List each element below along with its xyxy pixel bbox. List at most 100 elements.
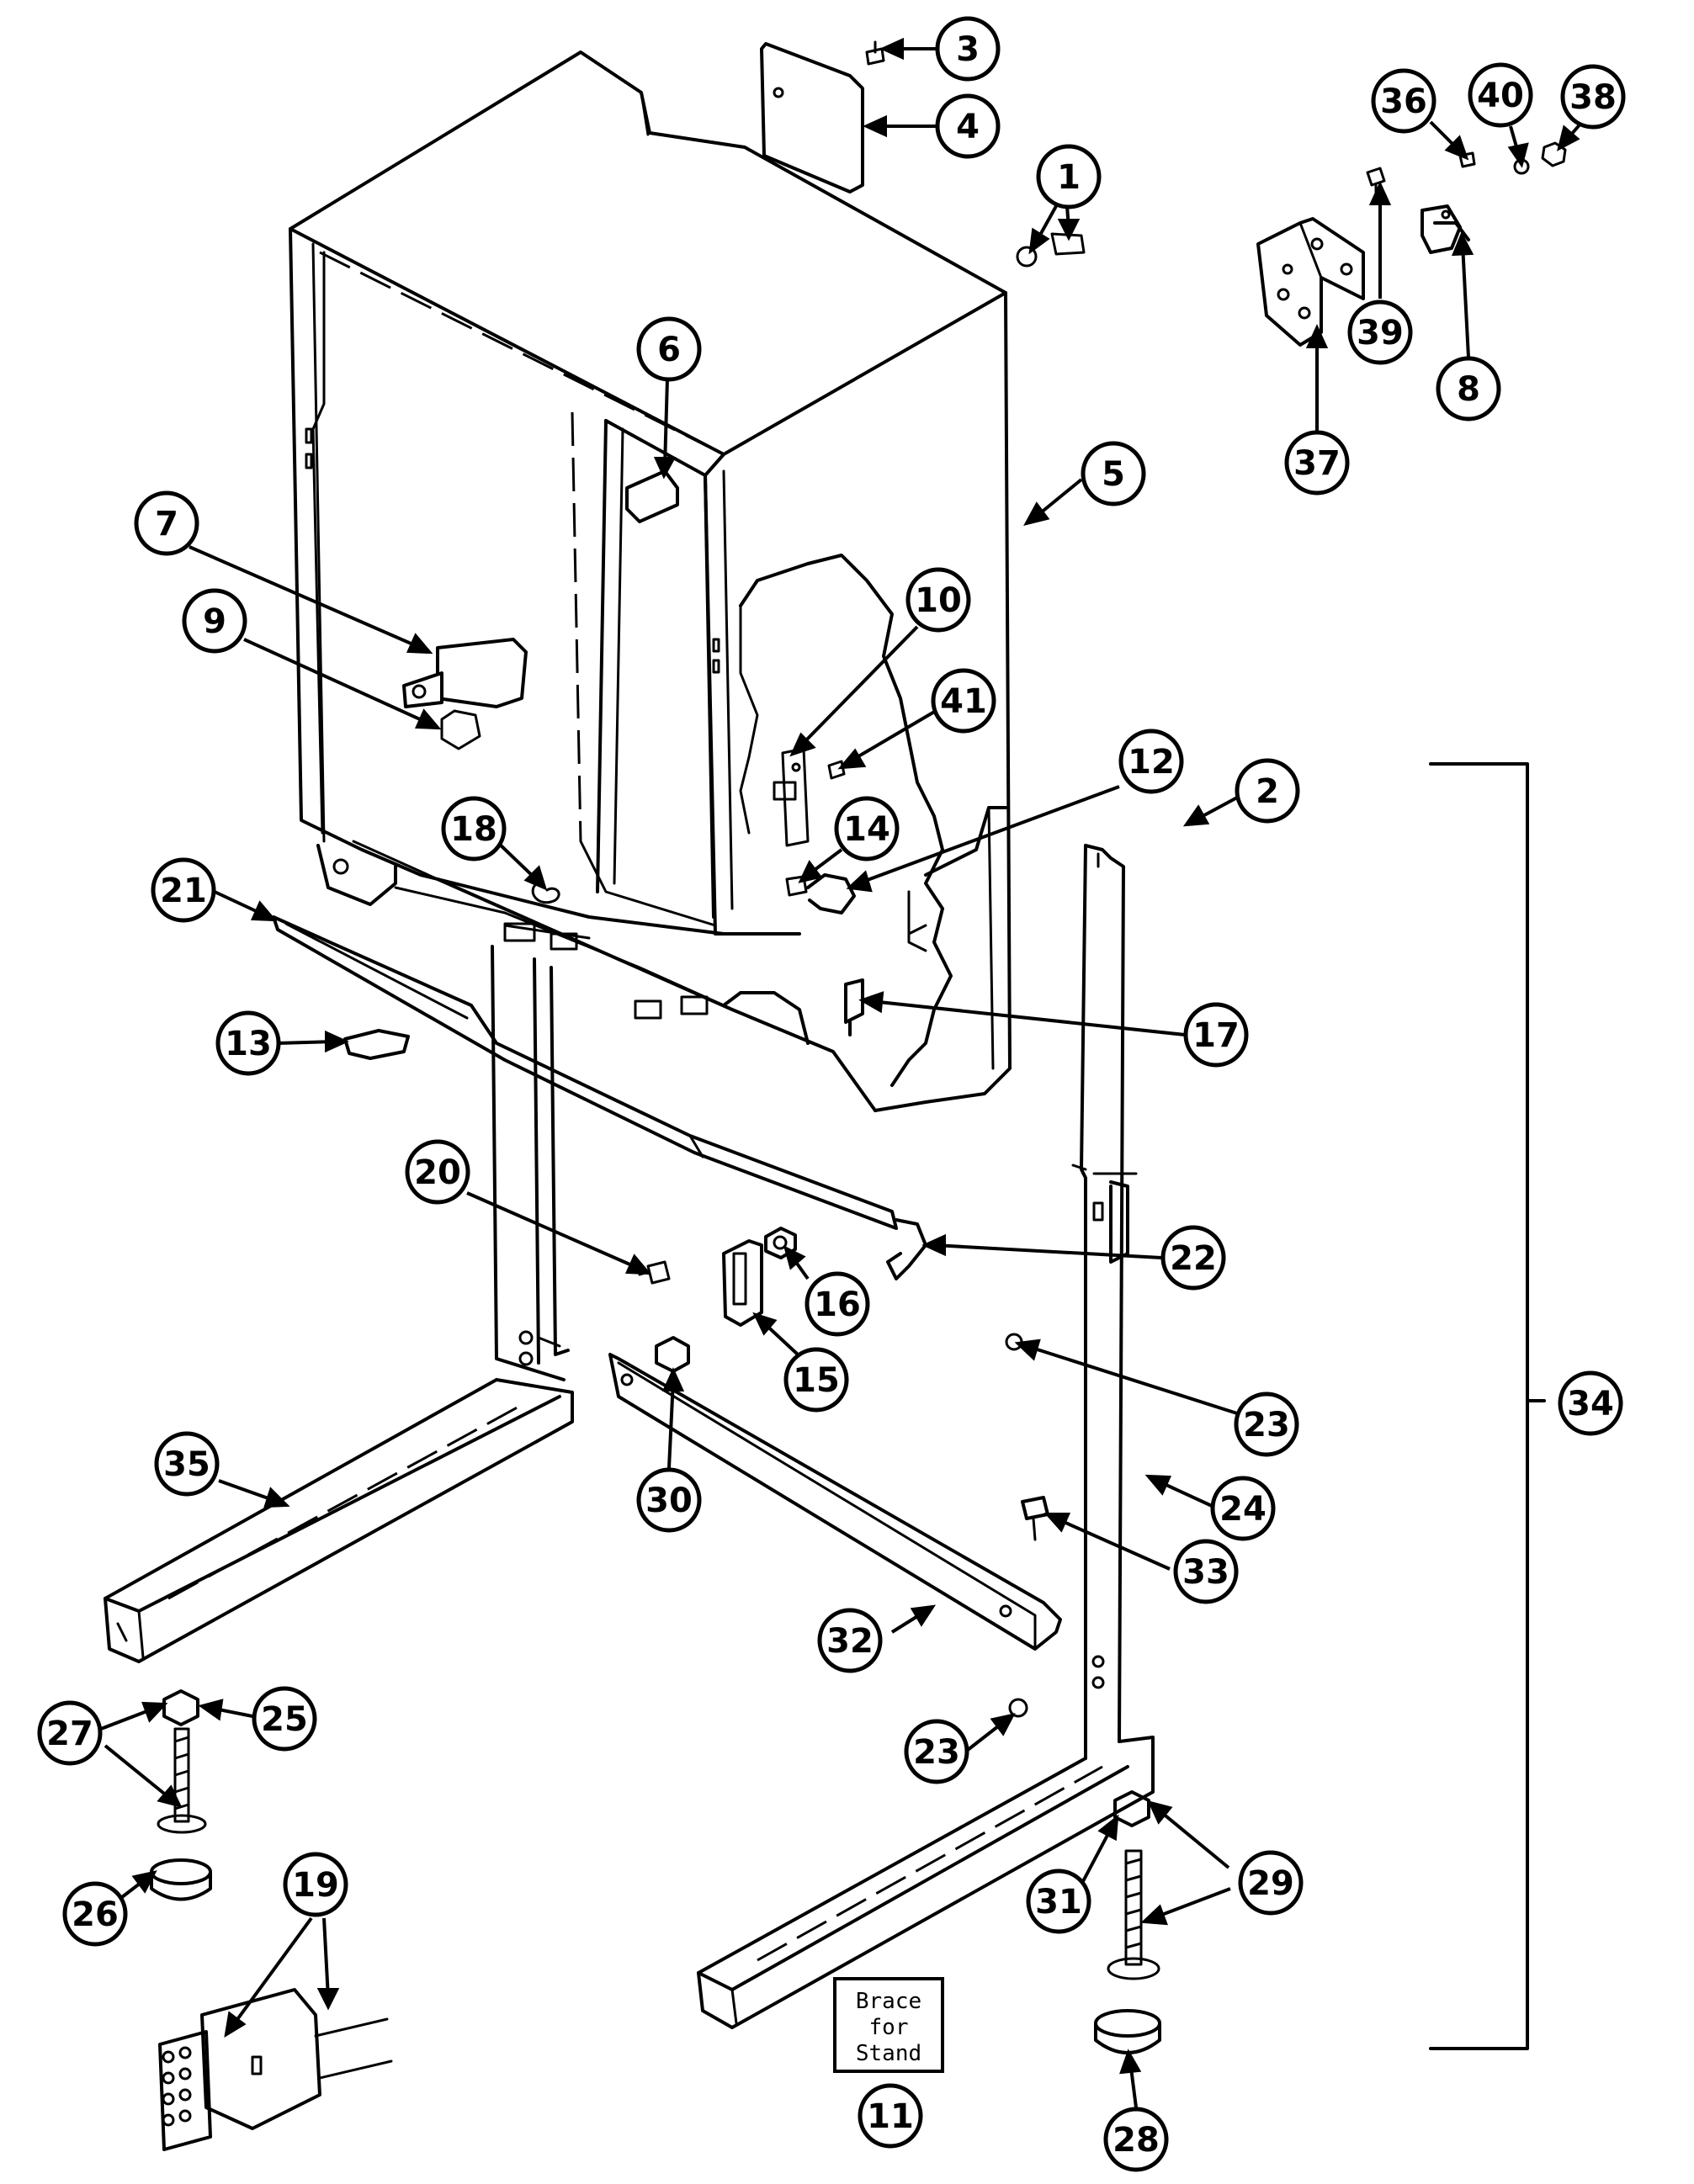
brace-box-line2: for [869,2015,909,2040]
svg-text:12: 12 [1128,743,1175,782]
svg-text:37: 37 [1293,444,1341,483]
callout-29: 29 [1238,1850,1304,1916]
brace-box-line1: Brace [856,1989,921,2014]
callout-33: 33 [1173,1539,1239,1604]
callout-23-lower: 23 [904,1719,969,1784]
callout-16: 16 [805,1271,870,1337]
svg-text:25: 25 [261,1700,308,1739]
callout-8: 8 [1436,356,1501,421]
callout-38: 38 [1560,64,1626,130]
right-stand-frame [697,844,1155,2029]
clamp-part-12-screw-part-14 [785,873,856,914]
callout-18: 18 [441,796,507,861]
callout-39: 39 [1347,300,1413,365]
callout-19: 19 [283,1852,348,1917]
callout-2: 2 [1235,758,1300,824]
callout-31: 31 [1026,1869,1091,1934]
callout-25: 25 [252,1686,317,1752]
callout-17: 17 [1183,1002,1249,1068]
knob-part-13 [343,1029,410,1060]
callout-6: 6 [636,316,702,382]
callout-30: 30 [636,1467,702,1533]
svg-text:7: 7 [155,505,178,543]
callout-9: 9 [182,588,247,654]
brace-part-21 [272,915,898,1230]
callout-4: 4 [935,93,1001,159]
leveling-leg-left [150,1689,212,1901]
svg-text:24: 24 [1219,1490,1267,1529]
callout-13: 13 [215,1010,281,1076]
svg-text:38: 38 [1569,78,1617,117]
callout-21: 21 [151,857,216,923]
callout-22: 22 [1160,1225,1226,1291]
svg-text:39: 39 [1357,314,1404,353]
svg-text:26: 26 [72,1895,119,1934]
svg-text:3: 3 [956,30,980,69]
svg-text:10: 10 [915,581,962,620]
callout-24: 24 [1210,1476,1276,1541]
bracket-part-22 [886,1218,927,1280]
svg-text:13: 13 [225,1025,272,1063]
svg-text:5: 5 [1102,455,1125,494]
bracket-part-15-nut-part-16 [722,1227,797,1327]
clip-part-18 [531,882,560,904]
svg-text:6: 6 [657,331,681,369]
svg-text:1: 1 [1057,158,1081,197]
svg-text:40: 40 [1477,77,1524,115]
svg-text:14: 14 [843,810,890,849]
switch-part-10 [773,747,810,847]
svg-text:34: 34 [1567,1385,1614,1423]
callout-10: 10 [905,567,971,633]
callout-14: 14 [834,796,900,861]
callout-37: 37 [1284,430,1350,496]
svg-text:30: 30 [645,1482,693,1520]
cabinet-assembly [289,50,1012,1112]
stand-assembly-bracket [1429,762,1529,2050]
svg-text:17: 17 [1192,1016,1240,1055]
callout-20: 20 [405,1139,470,1205]
relay-part-7 [402,638,528,708]
callout-28: 28 [1103,2107,1169,2172]
callout-36: 36 [1371,68,1436,134]
svg-text:41: 41 [940,682,987,721]
left-stand-frame [104,945,574,1663]
svg-text:18: 18 [450,810,497,849]
callout-1: 1 [1036,144,1102,209]
svg-text:22: 22 [1170,1239,1217,1278]
callout-41: 41 [931,668,996,734]
screw-part-33 [1021,1496,1049,1541]
svg-text:31: 31 [1035,1883,1082,1922]
callout-35: 35 [154,1431,220,1497]
callout-circles: 1 2 3 4 5 6 7 8 9 10 11 12 13 14 15 16 1… [37,16,1626,2172]
svg-text:23: 23 [1243,1406,1290,1445]
callout-23-upper: 23 [1234,1392,1299,1457]
screw-part-9 [440,709,481,750]
screw-washer-part-1 [1016,232,1086,268]
svg-text:16: 16 [814,1285,861,1324]
callout-12: 12 [1118,729,1184,794]
svg-text:2: 2 [1256,772,1279,811]
brace-for-stand-box: Brace for Stand [833,1977,944,2073]
callout-26: 26 [62,1881,128,1947]
callout-34: 34 [1558,1370,1623,1436]
svg-text:27: 27 [46,1715,93,1753]
screw-part-41 [827,760,846,780]
callout-5: 5 [1081,441,1146,506]
hinge-bracket-assembly [1256,141,1567,347]
svg-text:28: 28 [1113,2121,1160,2160]
svg-text:19: 19 [292,1866,339,1905]
svg-text:21: 21 [160,872,207,910]
leader-lines [100,37,1584,2108]
svg-text:8: 8 [1457,370,1480,409]
screw-part-3 [865,40,885,66]
cover-plate-part [760,42,864,193]
callout-32: 32 [817,1608,883,1673]
svg-text:9: 9 [203,602,226,641]
callout-3: 3 [935,16,1001,82]
svg-text:29: 29 [1247,1864,1294,1903]
callout-15: 15 [783,1347,849,1413]
svg-text:36: 36 [1380,82,1427,121]
svg-text:15: 15 [793,1361,840,1400]
brace-box-line3: Stand [856,2041,921,2066]
